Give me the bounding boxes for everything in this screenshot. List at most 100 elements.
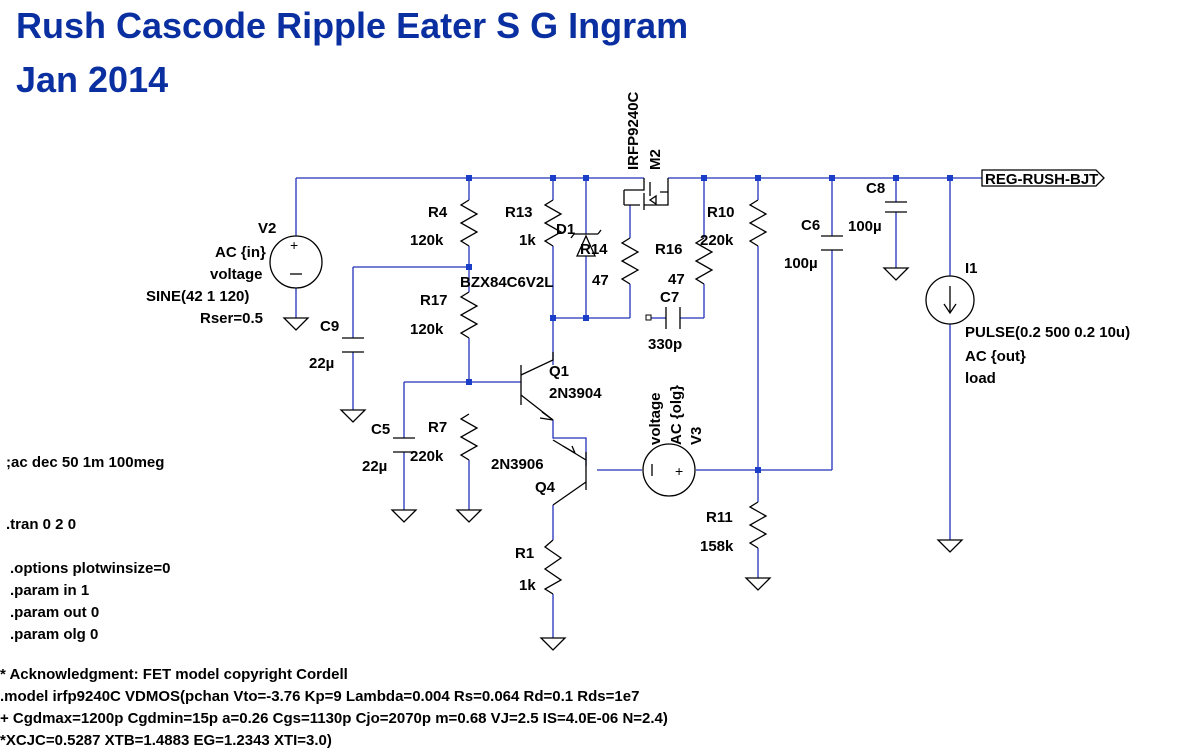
r7-value: 220k (410, 448, 444, 465)
c5-ref: C5 (371, 421, 390, 438)
resistor-r14-icon (620, 237, 640, 285)
m2-ref: M2 (647, 149, 664, 170)
net-label-flag: REG-RUSH-BJT (981, 169, 1105, 188)
i1-line-3: load (965, 370, 996, 387)
ground-icon (539, 637, 567, 651)
r13-ref: R13 (505, 204, 533, 221)
resistor-r11-icon (748, 501, 768, 549)
resistor-r4-icon (459, 199, 479, 247)
r10-value: 220k (700, 232, 734, 249)
v2-line-1: AC {in} (215, 244, 266, 261)
directive-param-in: .param in 1 (10, 582, 89, 599)
spice-directives: ;ac dec 50 1m 100meg .tran 0 2 0 .option… (6, 454, 170, 643)
r17-ref: R17 (420, 292, 448, 309)
ground-icon (882, 267, 910, 281)
capacitor-c9-icon (342, 337, 364, 353)
model-line-3: + Cgdmax=1200p Cgdmin=15p a=0.26 Cgs=113… (0, 710, 668, 727)
r10-ref: R10 (707, 204, 735, 221)
directive-param-olg: .param olg 0 (10, 626, 98, 643)
v2-line-2: voltage (210, 266, 263, 283)
c7-ref: C7 (660, 289, 679, 306)
r16-ref: R16 (655, 241, 683, 258)
r17-value: 120k (410, 321, 444, 338)
v2-line-4: Rser=0.5 (200, 310, 263, 327)
model-text: * Acknowledgment: FET model copyright Co… (0, 666, 668, 749)
directive-param-out: .param out 0 (10, 604, 99, 621)
i1-line-1: PULSE(0.2 500 0.2 10u) (965, 324, 1130, 341)
c8-value: 100µ (848, 218, 882, 235)
net-label: REG-RUSH-BJT (985, 171, 1098, 188)
r7-ref: R7 (428, 419, 447, 436)
c6-ref: C6 (801, 217, 820, 234)
i1-line-2: AC {out} (965, 348, 1026, 365)
c6-value: 100µ (784, 255, 818, 272)
svg-text:+: + (675, 463, 683, 479)
resistor-r17-icon (459, 291, 479, 339)
source-symbols: + + (269, 235, 975, 497)
r11-value: 158k (700, 538, 734, 555)
resistor-r16-icon (694, 237, 714, 285)
r4-ref: R4 (428, 204, 448, 221)
c8-ref: C8 (866, 180, 885, 197)
model-line-2: .model irfp9240C VDMOS(pchan Vto=-3.76 K… (0, 688, 639, 705)
resistor-r13-icon (543, 199, 563, 247)
resistor-symbols (459, 199, 768, 595)
mosfet-m2-icon (623, 178, 669, 210)
v3-line-2: AC {olg} (668, 385, 685, 445)
r1-ref: R1 (515, 545, 534, 562)
directive-ac: ;ac dec 50 1m 100meg (6, 454, 164, 471)
resistor-r10-icon (748, 199, 768, 247)
svg-text:+: + (290, 237, 298, 253)
voltage-source-v2-icon: + (269, 235, 323, 289)
v2-line-3: SINE(42 1 120) (146, 288, 249, 305)
ground-icon (744, 577, 772, 591)
component-labels: V2 AC {in} voltage SINE(42 1 120) Rser=0… (146, 91, 1130, 594)
title-line-2: Jan 2014 (16, 59, 168, 100)
resistor-r1-icon (543, 539, 563, 595)
model-line-1: * Acknowledgment: FET model copyright Co… (0, 666, 348, 683)
directive-options: .options plotwinsize=0 (10, 560, 170, 577)
c9-value: 22µ (309, 355, 334, 372)
c9-ref: C9 (320, 318, 339, 335)
m2-value: IRFP9240C (625, 91, 642, 170)
pnp-q4-icon (552, 439, 587, 506)
r14-ref: R14 (580, 241, 608, 258)
wires (295, 177, 982, 638)
capacitor-c7-icon (665, 307, 681, 329)
v3-line-1: voltage (647, 392, 664, 445)
v2-ref: V2 (258, 220, 276, 237)
q1-ref: Q1 (549, 363, 569, 380)
capacitor-c5-icon (393, 437, 415, 453)
directive-tran: .tran 0 2 0 (6, 516, 76, 533)
q4-ref: Q4 (535, 479, 556, 496)
current-source-i1-icon (925, 275, 975, 325)
d1-ref: D1 (556, 221, 575, 238)
title-line-1: Rush Cascode Ripple Eater S G Ingram (16, 5, 688, 46)
c7-value: 330p (648, 336, 682, 353)
ground-icon (455, 509, 483, 523)
q4-value: 2N3906 (491, 456, 544, 473)
c5-value: 22µ (362, 458, 387, 475)
capacitor-symbols (342, 201, 907, 453)
ground-icon (282, 317, 310, 331)
i1-ref: I1 (965, 260, 978, 277)
r1-value: 1k (519, 577, 536, 594)
ground-symbols (282, 267, 964, 651)
ground-icon (936, 539, 964, 553)
v3-ref: V3 (688, 427, 705, 445)
resistor-r7-icon (459, 413, 479, 461)
r4-value: 120k (410, 232, 444, 249)
model-line-4: *XCJC=0.5287 XTB=1.4883 EG=1.2343 XTI=3.… (0, 732, 332, 749)
npn-q1-icon (520, 352, 554, 421)
q1-value: 2N3904 (549, 385, 602, 402)
ground-icon (390, 509, 418, 523)
d1-value: BZX84C6V2L (460, 274, 553, 291)
capacitor-c8-icon (885, 201, 907, 213)
r13-value: 1k (519, 232, 536, 249)
zener-diode-d1-icon (570, 229, 602, 257)
voltage-source-v3-icon: + (642, 443, 696, 497)
r16-value: 47 (668, 271, 685, 288)
ground-icon (339, 409, 367, 423)
junction-dots (466, 175, 953, 473)
